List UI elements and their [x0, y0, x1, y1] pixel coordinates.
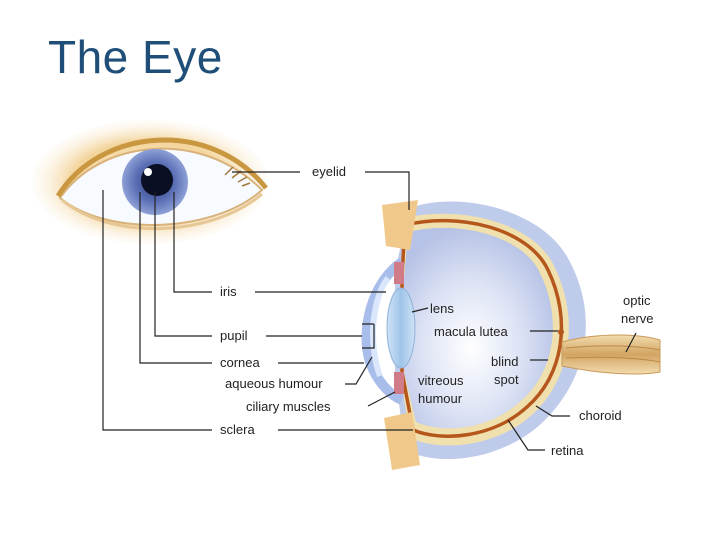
lower-eyelid	[61, 192, 263, 230]
macula-lutea-shape	[558, 329, 564, 335]
lens-shape	[386, 287, 416, 369]
label-ciliary-muscles: ciliary muscles	[246, 399, 331, 414]
label-pupil: pupil	[220, 328, 248, 343]
vitreous-humour-shape	[404, 227, 553, 429]
label-optic-nerve-1: optic	[623, 293, 651, 308]
label-lens: lens	[430, 301, 454, 316]
front-eye-view	[32, 120, 268, 244]
optic-nerve-shape	[561, 334, 661, 375]
eye-highlight	[144, 168, 152, 176]
label-sclera: sclera	[220, 422, 255, 437]
label-optic-nerve-2: nerve	[621, 311, 654, 326]
upper-eyelid	[55, 137, 268, 198]
label-vitreous-1: vitreous	[418, 373, 464, 388]
aqueous-humour-shape	[370, 276, 391, 378]
optic-nerve-fibres	[565, 345, 661, 363]
leader-lines	[102, 171, 637, 451]
label-macula-lutea: macula lutea	[434, 324, 508, 339]
label-iris: iris	[220, 284, 237, 299]
label-blind-spot-1: blind	[491, 354, 518, 369]
eyelashes	[224, 166, 251, 187]
eye-cross-section	[361, 200, 661, 470]
label-retina: retina	[551, 443, 584, 458]
label-aqueous-humour: aqueous humour	[225, 376, 323, 391]
ciliary-muscle-top	[394, 262, 404, 284]
label-vitreous-2: humour	[418, 391, 463, 406]
ciliary-muscle-bottom	[394, 372, 404, 394]
lower-eyelid-section	[384, 412, 420, 470]
page-title: The Eye	[48, 31, 223, 83]
label-eyelid: eyelid	[312, 164, 346, 179]
choroid-shape	[400, 218, 564, 438]
label-blind-spot-2: spot	[494, 372, 519, 387]
label-cornea: cornea	[220, 355, 261, 370]
upper-eyelid-section	[382, 200, 418, 250]
label-choroid: choroid	[579, 408, 622, 423]
